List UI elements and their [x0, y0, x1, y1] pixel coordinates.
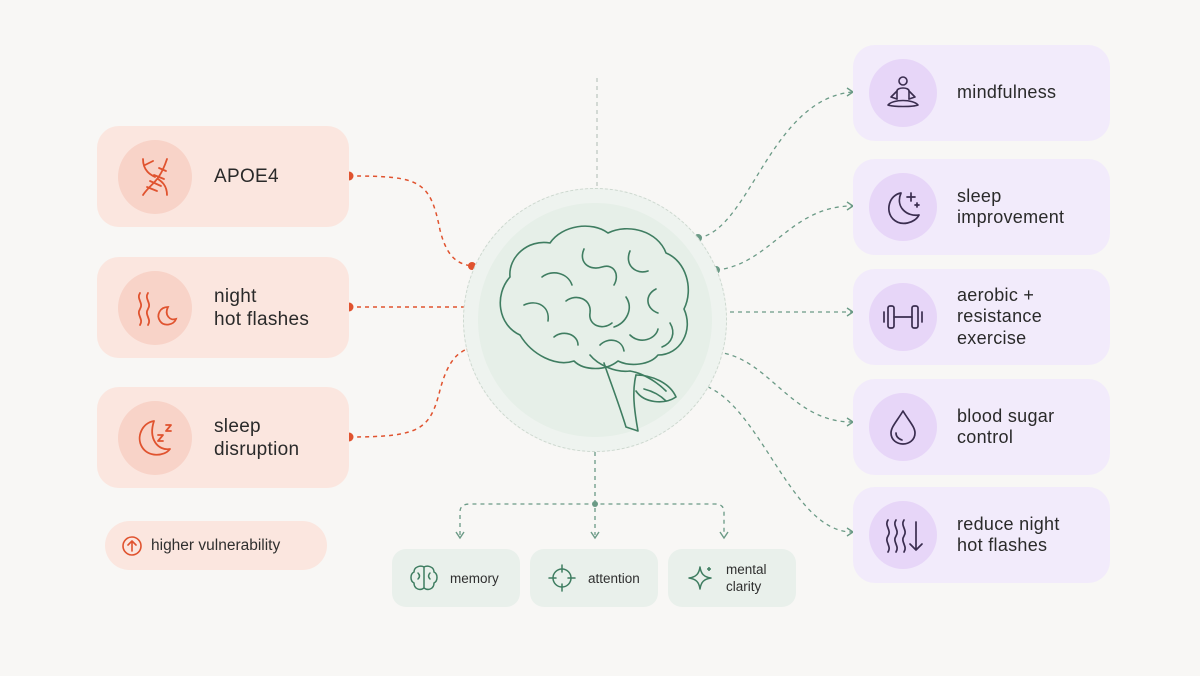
brain-small-icon	[406, 560, 442, 596]
outcome-junction-dot	[592, 501, 598, 507]
legend-higher-vulnerability: higher vulnerability	[105, 521, 327, 570]
brain-icon	[499, 225, 690, 432]
moon-stars-icon	[869, 173, 937, 241]
droplet-icon	[869, 393, 937, 461]
heat-down-icon	[869, 501, 937, 569]
reduce-hot-flashes-connector	[699, 383, 853, 533]
clarity-arrowhead	[719, 531, 729, 540]
legend-label: higher vulnerability	[151, 536, 281, 554]
risk-card-apoe4: APOE4	[97, 126, 349, 227]
outcome-label: attention	[588, 570, 640, 586]
target-icon	[544, 560, 580, 596]
outcome-branch	[459, 503, 725, 535]
meditation-icon	[869, 59, 937, 127]
outcome-attention: attention	[530, 549, 658, 607]
sleep-disruption-connector	[348, 347, 471, 438]
outcome-label: memory	[450, 570, 499, 586]
protective-card-mindfulness: mindfulness	[853, 45, 1110, 141]
dumbbell-icon	[869, 283, 937, 351]
blood-sugar-connector	[716, 351, 853, 423]
attention-arrowhead	[590, 531, 600, 540]
protective-label: mindfulness	[957, 82, 1057, 103]
outcome-memory: memory	[392, 549, 520, 607]
apoe4-connector	[348, 175, 473, 267]
mindfulness-connector	[697, 91, 853, 239]
arrow-up-circle-icon	[122, 535, 142, 556]
sparkle-icon	[682, 560, 718, 596]
risk-label: APOE4	[214, 166, 279, 187]
heat-moon-icon	[118, 270, 192, 345]
memory-arrowhead	[455, 531, 465, 540]
sleep-moon-icon	[118, 400, 192, 475]
sleep-improvement-connector	[715, 205, 853, 271]
dna-icon	[118, 139, 192, 214]
